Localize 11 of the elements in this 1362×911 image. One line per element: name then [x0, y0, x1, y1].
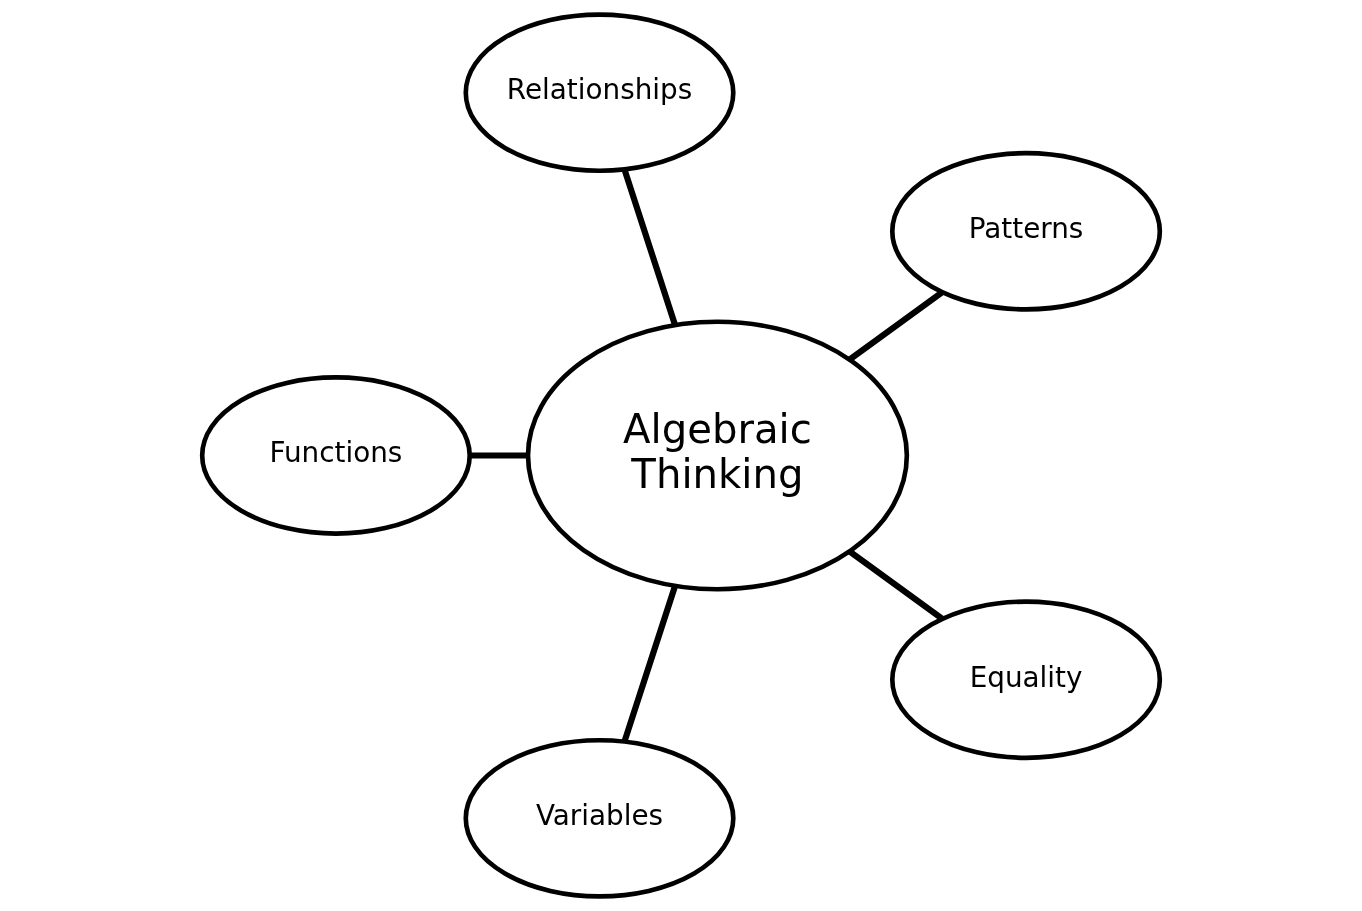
connector — [470, 452, 528, 459]
node-ellipse: Equality — [890, 599, 1163, 761]
node-ellipse: Relationships — [463, 12, 736, 174]
connector — [621, 168, 678, 326]
node-ellipse: Patterns — [890, 150, 1163, 312]
node-ellipse: Functions — [199, 375, 472, 536]
connector — [847, 549, 944, 622]
connector — [621, 585, 678, 743]
connector — [847, 289, 944, 362]
node-ellipse: Variables — [463, 737, 736, 899]
node-ellipse: Algebraic Thinking — [525, 319, 910, 592]
